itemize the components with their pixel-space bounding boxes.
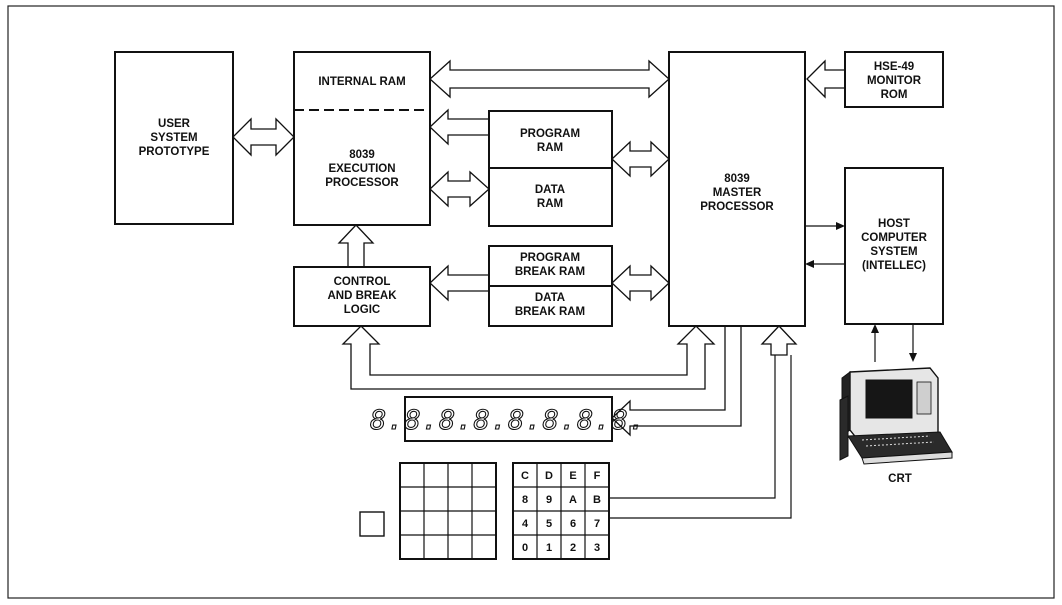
monitor-rom-block: HSE-49 MONITOR ROM xyxy=(845,52,943,107)
bus-internalram-master xyxy=(430,61,669,97)
master-processor-block: 8039 MASTER PROCESSOR xyxy=(669,52,805,326)
execution-line-1: 8039 xyxy=(349,149,375,161)
key-6: 6 xyxy=(570,518,576,530)
control-line-3: LOGIC xyxy=(344,304,380,316)
key-5: 5 xyxy=(546,518,552,530)
internal-ram-label: INTERNAL RAM xyxy=(318,76,405,88)
key-b: B xyxy=(593,494,601,506)
host-computer-block: HOST COMPUTER SYSTEM (INTELLEC) xyxy=(845,168,943,324)
user-system-block: USER SYSTEM PROTOTYPE xyxy=(115,52,233,224)
bus-ram-master xyxy=(612,142,669,176)
key-f: F xyxy=(594,470,601,482)
bus-programram-execution xyxy=(430,110,489,144)
master-line-3: PROCESSOR xyxy=(700,201,774,213)
key-c: C xyxy=(521,470,529,482)
key-1: 1 xyxy=(546,542,552,554)
arrowhead-crt-down xyxy=(909,353,917,362)
arrowhead-crt-up xyxy=(871,324,879,333)
program-ram-line-2: RAM xyxy=(537,142,563,154)
break-ram-block: PROGRAM BREAK RAM DATA BREAK RAM xyxy=(489,246,612,326)
execution-processor-block: INTERNAL RAM 8039 EXECUTION PROCESSOR xyxy=(294,52,430,225)
key-e: E xyxy=(569,470,576,482)
data-ram-line-2: RAM xyxy=(537,198,563,210)
crt-label: CRT xyxy=(888,473,912,485)
key-3: 3 xyxy=(594,542,600,554)
bus-breakram-master xyxy=(612,266,669,300)
host-line-4: (INTELLEC) xyxy=(862,260,926,272)
data-break-line-2: BREAK RAM xyxy=(515,306,585,318)
bus-monitor-master xyxy=(807,61,845,97)
host-line-2: COMPUTER xyxy=(861,232,928,244)
data-break-line-1: DATA xyxy=(535,292,565,304)
execution-line-2: EXECUTION xyxy=(328,163,395,175)
crt-terminal-icon: CRT xyxy=(840,368,952,485)
monitor-line-3: ROM xyxy=(881,89,908,101)
program-data-ram-block: PROGRAM RAM DATA RAM xyxy=(489,111,612,226)
key-d: D xyxy=(545,470,553,482)
key-2: 2 xyxy=(570,542,576,554)
user-system-line-3: PROTOTYPE xyxy=(139,146,210,158)
monitor-line-2: MONITOR xyxy=(867,75,922,87)
bus-breakram-control xyxy=(430,266,489,300)
control-line-1: CONTROL xyxy=(334,276,391,288)
key-0: 0 xyxy=(522,542,528,554)
key-a: A xyxy=(569,494,577,506)
bus-control-master xyxy=(343,326,714,389)
control-break-logic-block: CONTROL AND BREAK LOGIC xyxy=(294,267,430,326)
bus-control-execution xyxy=(339,225,373,267)
monitor-line-1: HSE-49 xyxy=(874,61,914,73)
bus-user-execution xyxy=(233,119,294,155)
program-break-line-1: PROGRAM xyxy=(520,252,580,264)
execution-line-3: PROCESSOR xyxy=(325,177,399,189)
small-square xyxy=(360,512,384,536)
master-line-1: 8039 xyxy=(724,173,750,185)
program-ram-line-1: PROGRAM xyxy=(520,128,580,140)
key-8: 8 xyxy=(522,494,528,506)
key-9: 9 xyxy=(546,494,552,506)
key-7: 7 xyxy=(594,518,600,530)
user-system-line-1: USER xyxy=(158,118,191,130)
master-line-2: MASTER xyxy=(713,187,762,199)
bus-dataram-execution xyxy=(430,172,489,206)
key-4: 4 xyxy=(522,518,529,530)
arrowhead-to-master xyxy=(805,260,814,268)
host-line-1: HOST xyxy=(878,218,910,230)
user-system-line-2: SYSTEM xyxy=(150,132,197,144)
control-line-2: AND BREAK xyxy=(328,290,398,302)
hex-keypad: C D E F 8 9 A B 4 5 6 7 0 1 2 3 xyxy=(513,463,609,559)
host-line-3: SYSTEM xyxy=(870,246,917,258)
program-break-line-2: BREAK RAM xyxy=(515,266,585,278)
seven-segment-display: 8.8.8.8.8.8.8.8. xyxy=(370,397,646,441)
bus-keypad-master xyxy=(762,326,796,355)
display-digits: 8.8.8.8.8.8.8.8. xyxy=(370,405,646,436)
arrowhead-to-host xyxy=(836,222,845,230)
blank-keypad xyxy=(400,463,496,559)
data-ram-line-1: DATA xyxy=(535,184,565,196)
